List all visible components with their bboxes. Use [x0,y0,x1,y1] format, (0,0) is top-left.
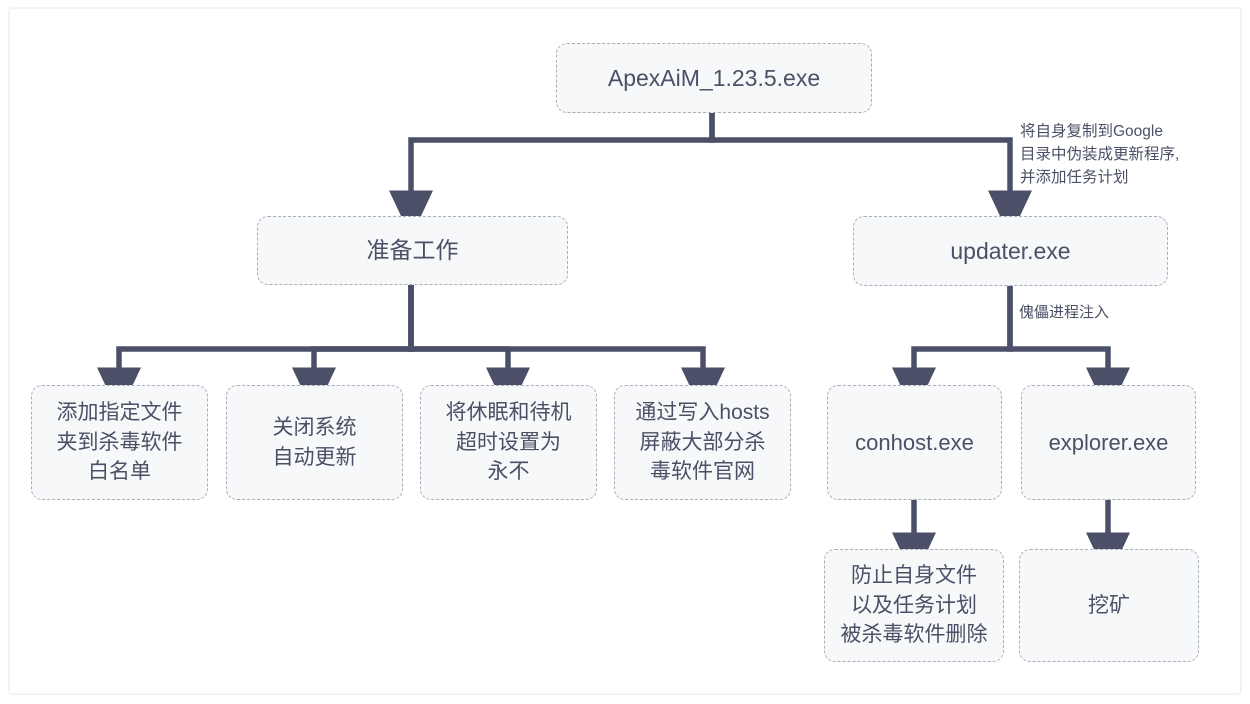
node-explorer-exe[interactable]: explorer.exe [1021,385,1196,500]
edge-label-root-to-updater: 将自身复制到Google 目录中伪装成更新程序, 并添加任务计划 [1020,123,1180,186]
node-persistence-protection-label: 防止自身文件 以及任务计划 被杀毒软件删除 [840,563,988,647]
node-preparation[interactable]: 准备工作 [257,216,568,285]
node-explorer-exe-label: explorer.exe [1048,429,1169,455]
node-persistence-protection[interactable]: 防止自身文件 以及任务计划 被杀毒软件删除 [824,549,1004,662]
node-root[interactable]: ApexAiM_1.23.5.exe [556,43,872,113]
node-mining[interactable]: 挖矿 [1019,549,1199,662]
node-disable-auto-update[interactable]: 关闭系统 自动更新 [226,385,403,500]
node-av-whitelist[interactable]: 添加指定文件 夹到杀毒软件 白名单 [31,385,208,500]
node-disable-auto-update-label: 关闭系统 自动更新 [272,415,357,469]
node-updater-exe[interactable]: updater.exe [853,216,1168,286]
node-av-whitelist-label: 添加指定文件 夹到杀毒软件 白名单 [56,400,183,484]
node-root-label: ApexAiM_1.23.5.exe [607,64,821,91]
node-conhost-exe-label: conhost.exe [855,429,974,455]
node-hosts-block-av-sites[interactable]: 通过写入hosts 屏蔽大部分杀 毒软件官网 [614,385,791,500]
node-mining-label: 挖矿 [1088,593,1130,617]
node-conhost-exe[interactable]: conhost.exe [827,385,1002,500]
node-sleep-timeout-never[interactable]: 将休眠和待机 超时设置为 永不 [420,385,597,500]
node-updater-exe-label: updater.exe [950,237,1071,264]
node-hosts-block-av-sites-label: 通过写入hosts 屏蔽大部分杀 毒软件官网 [635,400,770,484]
node-preparation-label: 准备工作 [366,237,459,264]
node-sleep-timeout-never-label: 将休眠和待机 超时设置为 永不 [445,400,572,484]
edge-label-process-injection: 傀儡进程注入 [1019,304,1110,321]
